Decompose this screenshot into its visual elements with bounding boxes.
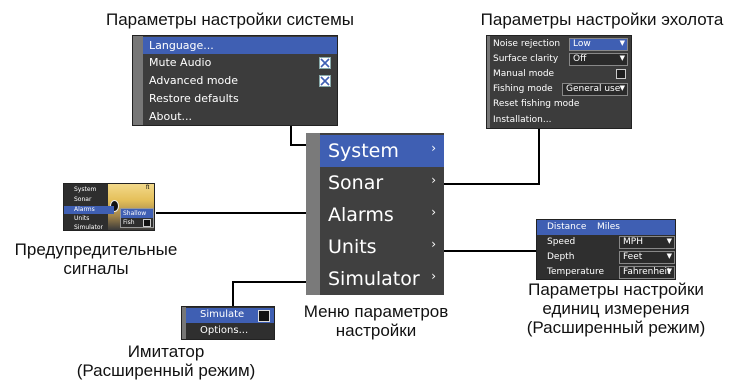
units-depth[interactable]: Depth Feet▼ — [537, 250, 675, 265]
alarms-item-units[interactable]: Units — [74, 215, 90, 222]
chevron-right-icon: › — [431, 173, 436, 187]
alarms-fish[interactable]: Fish — [121, 218, 153, 227]
main-item-sonar[interactable]: Sonar› — [328, 172, 436, 194]
simulator-options[interactable]: Options... — [200, 325, 249, 336]
units-temperature[interactable]: Temperature Fahrenheit▼ — [537, 265, 675, 280]
chevron-right-icon: › — [431, 205, 436, 219]
alarms-item-sonar[interactable]: Sonar — [74, 196, 92, 203]
system-item-advanced-mode[interactable]: Advanced mode — [143, 72, 337, 90]
caption-main-menu: Меню параметров настройки — [303, 302, 449, 340]
main-item-simulator[interactable]: Simulator› — [328, 268, 436, 290]
chevron-down-icon: ▼ — [666, 267, 672, 275]
connector-alarms — [156, 212, 308, 214]
main-item-alarms[interactable]: Alarms› — [328, 204, 436, 226]
units-speed[interactable]: Speed MPH▼ — [537, 235, 675, 250]
temperature-dropdown[interactable]: Fahrenheit▼ — [619, 266, 675, 279]
alarms-item-alarms[interactable]: Alarms — [64, 206, 114, 214]
system-item-about[interactable]: About... — [149, 110, 193, 123]
units-menu: Distance Miles Speed MPH▼ Depth Feet▼ Te… — [536, 219, 676, 280]
chevron-right-icon: › — [431, 269, 436, 283]
fishing-mode-dropdown[interactable]: General use▼ — [562, 83, 628, 96]
caption-simulator: Имитатор (Расширенный режим) — [76, 342, 256, 380]
manual-mode-checkbox[interactable] — [616, 69, 626, 79]
caption-sonar: Параметры настройки эхолота — [480, 10, 724, 29]
depth-unit: ft — [146, 185, 150, 191]
connector-units — [440, 250, 540, 252]
simulator-simulate[interactable]: Simulate — [186, 308, 274, 323]
simulator-menu: Simulate Options... — [181, 306, 275, 340]
distance-value[interactable]: Miles — [597, 222, 620, 232]
system-menu: Language... Mute Audio Advanced mode Res… — [132, 35, 338, 126]
sonar-noise-rejection[interactable]: Noise rejection Low▼ — [490, 37, 631, 52]
connector-sonar — [538, 128, 540, 185]
system-item-language[interactable]: Language... — [143, 37, 337, 54]
sonar-installation[interactable]: Installation... — [493, 115, 552, 125]
chevron-down-icon: ▼ — [666, 237, 672, 245]
caption-system: Параметры настройки системы — [106, 10, 354, 29]
advanced-mode-checkbox[interactable] — [319, 75, 331, 87]
speed-dropdown[interactable]: MPH▼ — [619, 236, 675, 249]
mute-audio-checkbox[interactable] — [319, 57, 331, 69]
connector-system-h — [290, 144, 310, 146]
chevron-down-icon: ▼ — [619, 84, 625, 92]
chevron-right-icon: › — [431, 237, 436, 251]
alarms-item-simulator[interactable]: Simulator — [74, 224, 103, 231]
sonar-fishing-mode[interactable]: Fishing mode General use▼ — [490, 82, 631, 97]
sonar-reset-fishing-mode[interactable]: Reset fishing mode — [493, 99, 580, 109]
sonar-surface-clarity[interactable]: Surface clarity Off▼ — [490, 52, 631, 67]
chevron-right-icon: › — [431, 141, 436, 155]
alarms-shallow[interactable]: Shallow — [121, 209, 153, 218]
surface-clarity-dropdown[interactable]: Off▼ — [569, 53, 628, 66]
fish-checkbox[interactable] — [143, 219, 151, 227]
main-item-system[interactable]: System› — [320, 135, 444, 167]
sonar-manual-mode[interactable]: Manual mode — [490, 67, 631, 82]
caption-alarms: Предупредительные сигналы — [14, 240, 178, 278]
simulate-checkbox[interactable] — [258, 310, 270, 322]
connector-simulator-v — [232, 281, 234, 307]
noise-rejection-dropdown[interactable]: Low▼ — [569, 38, 628, 51]
caption-units: Параметры настройки единиц измерения (Ра… — [526, 280, 706, 337]
chevron-down-icon: ▼ — [619, 39, 625, 47]
connector-sonar-h — [440, 183, 540, 185]
main-item-units[interactable]: Units› — [328, 236, 436, 258]
units-distance[interactable]: Distance Miles — [537, 220, 675, 235]
alarms-submenu: Shallow Fish — [120, 208, 154, 228]
main-settings-menu: System› Sonar› Alarms› Units› Simulator› — [306, 133, 444, 295]
depth-dropdown[interactable]: Feet▼ — [619, 251, 675, 264]
alarms-item-system[interactable]: System — [74, 186, 97, 193]
system-item-mute-audio[interactable]: Mute Audio — [143, 54, 337, 72]
chevron-down-icon: ▼ — [666, 252, 672, 260]
alarms-menu: ft System Sonar Alarms Units Simulator S… — [63, 183, 155, 231]
system-item-restore-defaults[interactable]: Restore defaults — [149, 92, 239, 105]
chevron-down-icon: ▼ — [619, 54, 625, 62]
sonar-menu: Noise rejection Low▼ Surface clarity Off… — [486, 35, 632, 129]
connector-simulator — [232, 281, 310, 283]
connector-system — [290, 124, 292, 146]
